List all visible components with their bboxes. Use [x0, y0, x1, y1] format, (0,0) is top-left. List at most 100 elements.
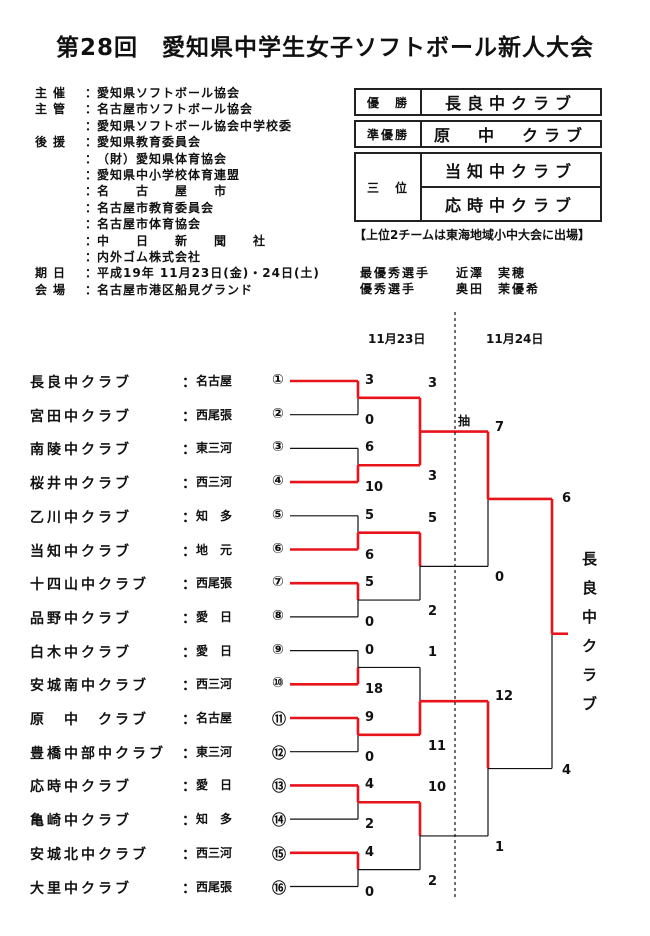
team-name: 長良中クラブ — [30, 375, 132, 391]
r1-score: 10 — [365, 480, 384, 496]
r1-score: 3 — [365, 373, 375, 388]
winner-team-name: 長良中クラブ — [444, 94, 577, 113]
third-team-name-1: 当知中クラブ — [422, 154, 600, 188]
runnerup-rank-label: 準優勝 — [356, 122, 422, 146]
award-mvp-title: 最優秀選手 — [360, 266, 431, 280]
organizer-colon: ： — [85, 200, 98, 215]
team-name: 十四山中クラブ — [30, 577, 149, 594]
team-region: 愛 日 — [196, 643, 233, 658]
team-name: 南陵中クラブ — [30, 442, 132, 459]
r1-score: 6 — [365, 547, 375, 563]
organizer-value: 名古屋市ソフトボール協会 — [97, 102, 254, 117]
team-seed: ② — [272, 405, 284, 422]
team-colon: ： — [182, 476, 196, 493]
final-score: 4 — [562, 762, 572, 778]
qf-score: 11 — [428, 738, 447, 754]
final-score: 6 — [562, 490, 572, 506]
organizer-value: 名古屋市港区船見グランド — [97, 282, 254, 297]
team-seed: ⑤ — [272, 506, 284, 523]
team-colon: ： — [182, 408, 196, 425]
team-region: 西尾張 — [196, 879, 233, 894]
results-third-box: 三 位 当知中クラブ 応時中クラブ — [354, 152, 602, 222]
team-region: 知 多 — [196, 508, 233, 523]
r1-score: 9 — [365, 710, 375, 725]
team-region: 西三河 — [196, 845, 233, 860]
organizer-colon: ： — [85, 250, 98, 264]
team-region: 東三河 — [196, 441, 233, 456]
team-colon: ： — [182, 745, 196, 762]
qf-score: 3 — [428, 469, 438, 485]
team-colon: ： — [182, 880, 196, 897]
team-seed: ③ — [272, 439, 284, 456]
team-colon: ： — [182, 375, 196, 391]
r1-score: 0 — [365, 614, 375, 630]
team-name: 大里中クラブ — [30, 880, 132, 897]
team-region: 知 多 — [196, 812, 233, 827]
team-region: 西尾張 — [196, 407, 233, 422]
team-seed: ⑪ — [272, 712, 286, 728]
organizer-colon: ： — [85, 184, 98, 199]
results-note: 【上位2チームは東海地域小中大会に出場】 — [354, 228, 590, 242]
organizer-value: 中 日 新 聞 社 — [97, 233, 267, 248]
organizer-colon: ： — [85, 135, 98, 150]
team-name: 乙川中クラブ — [30, 509, 132, 526]
champion-char: 良 — [582, 579, 598, 597]
organizer-label: 期日 — [35, 266, 72, 281]
organizer-colon: ： — [85, 217, 98, 232]
organizer-value: 内外ゴム株式会社 — [97, 250, 202, 264]
third-team-name-2: 応時中クラブ — [444, 196, 577, 215]
team-seed: ① — [272, 372, 284, 388]
award-excellent-title: 優秀選手 — [360, 282, 417, 296]
team-colon: ： — [182, 846, 196, 863]
organizer-value: 名古屋市教育委員会 — [97, 200, 215, 215]
team-region: 東三河 — [196, 744, 233, 759]
organizer-label: 会場 — [35, 282, 72, 297]
team-colon: ： — [182, 644, 196, 661]
team-region: 西尾張 — [196, 576, 233, 591]
qf-score: 1 — [428, 645, 438, 661]
team-name: 白木中クラブ — [30, 644, 132, 661]
team-region: 西三河 — [196, 475, 233, 490]
r1-score: 2 — [365, 817, 375, 833]
team-seed: ⑧ — [272, 607, 284, 624]
organizer-value: 愛知県ソフトボール協会中学校委 — [97, 118, 293, 133]
team-seed: ⑫ — [272, 745, 286, 762]
team-colon: ： — [182, 779, 196, 796]
organizer-label: 主催 — [35, 86, 72, 100]
team-region: 西三河 — [196, 677, 233, 692]
organizer-colon: ： — [85, 118, 98, 133]
organizer-colon: ： — [85, 102, 98, 117]
team-colon: ： — [182, 813, 196, 830]
organizer-colon: ： — [85, 151, 98, 166]
organizer-value: 愛知県中小学校体育連盟 — [97, 168, 241, 182]
champion-char: 長 — [582, 550, 598, 568]
team-seed: ④ — [272, 473, 284, 490]
r1-score: 5 — [365, 575, 375, 591]
qf-score: 2 — [428, 873, 438, 889]
organizer-colon: ： — [85, 266, 98, 281]
team-seed: ⑩ — [272, 675, 284, 692]
results-runnerup-box: 準優勝 原 中 クラブ — [354, 120, 602, 148]
team-seed: ⑭ — [272, 813, 286, 830]
organizer-value: 名 古 屋 市 — [97, 184, 228, 199]
draw-mark: 抽 — [458, 414, 471, 428]
team-colon: ： — [182, 509, 196, 526]
sf-score: 1 — [495, 839, 505, 855]
team-name: 原 中 クラブ — [30, 712, 149, 728]
champion-char: ブ — [582, 695, 598, 713]
organizer-value: 名古屋市体育協会 — [97, 217, 202, 232]
champion-char: 中 — [582, 608, 598, 626]
team-colon: ： — [182, 610, 196, 627]
award-excellent-name: 奥田 茉優希 — [456, 282, 541, 296]
team-region: 愛 日 — [196, 778, 233, 793]
team-name: 桜井中クラブ — [30, 476, 132, 493]
sf-score: 12 — [495, 689, 514, 705]
team-name: 安城南中クラブ — [30, 678, 149, 695]
r1-score: 5 — [365, 507, 375, 523]
team-name: 応時中クラブ — [30, 779, 132, 796]
team-name: 当知中クラブ — [30, 543, 132, 560]
qf-score: 2 — [428, 604, 438, 620]
winner-rank-label: 優 勝 — [356, 90, 422, 114]
r1-score: 0 — [365, 642, 375, 658]
